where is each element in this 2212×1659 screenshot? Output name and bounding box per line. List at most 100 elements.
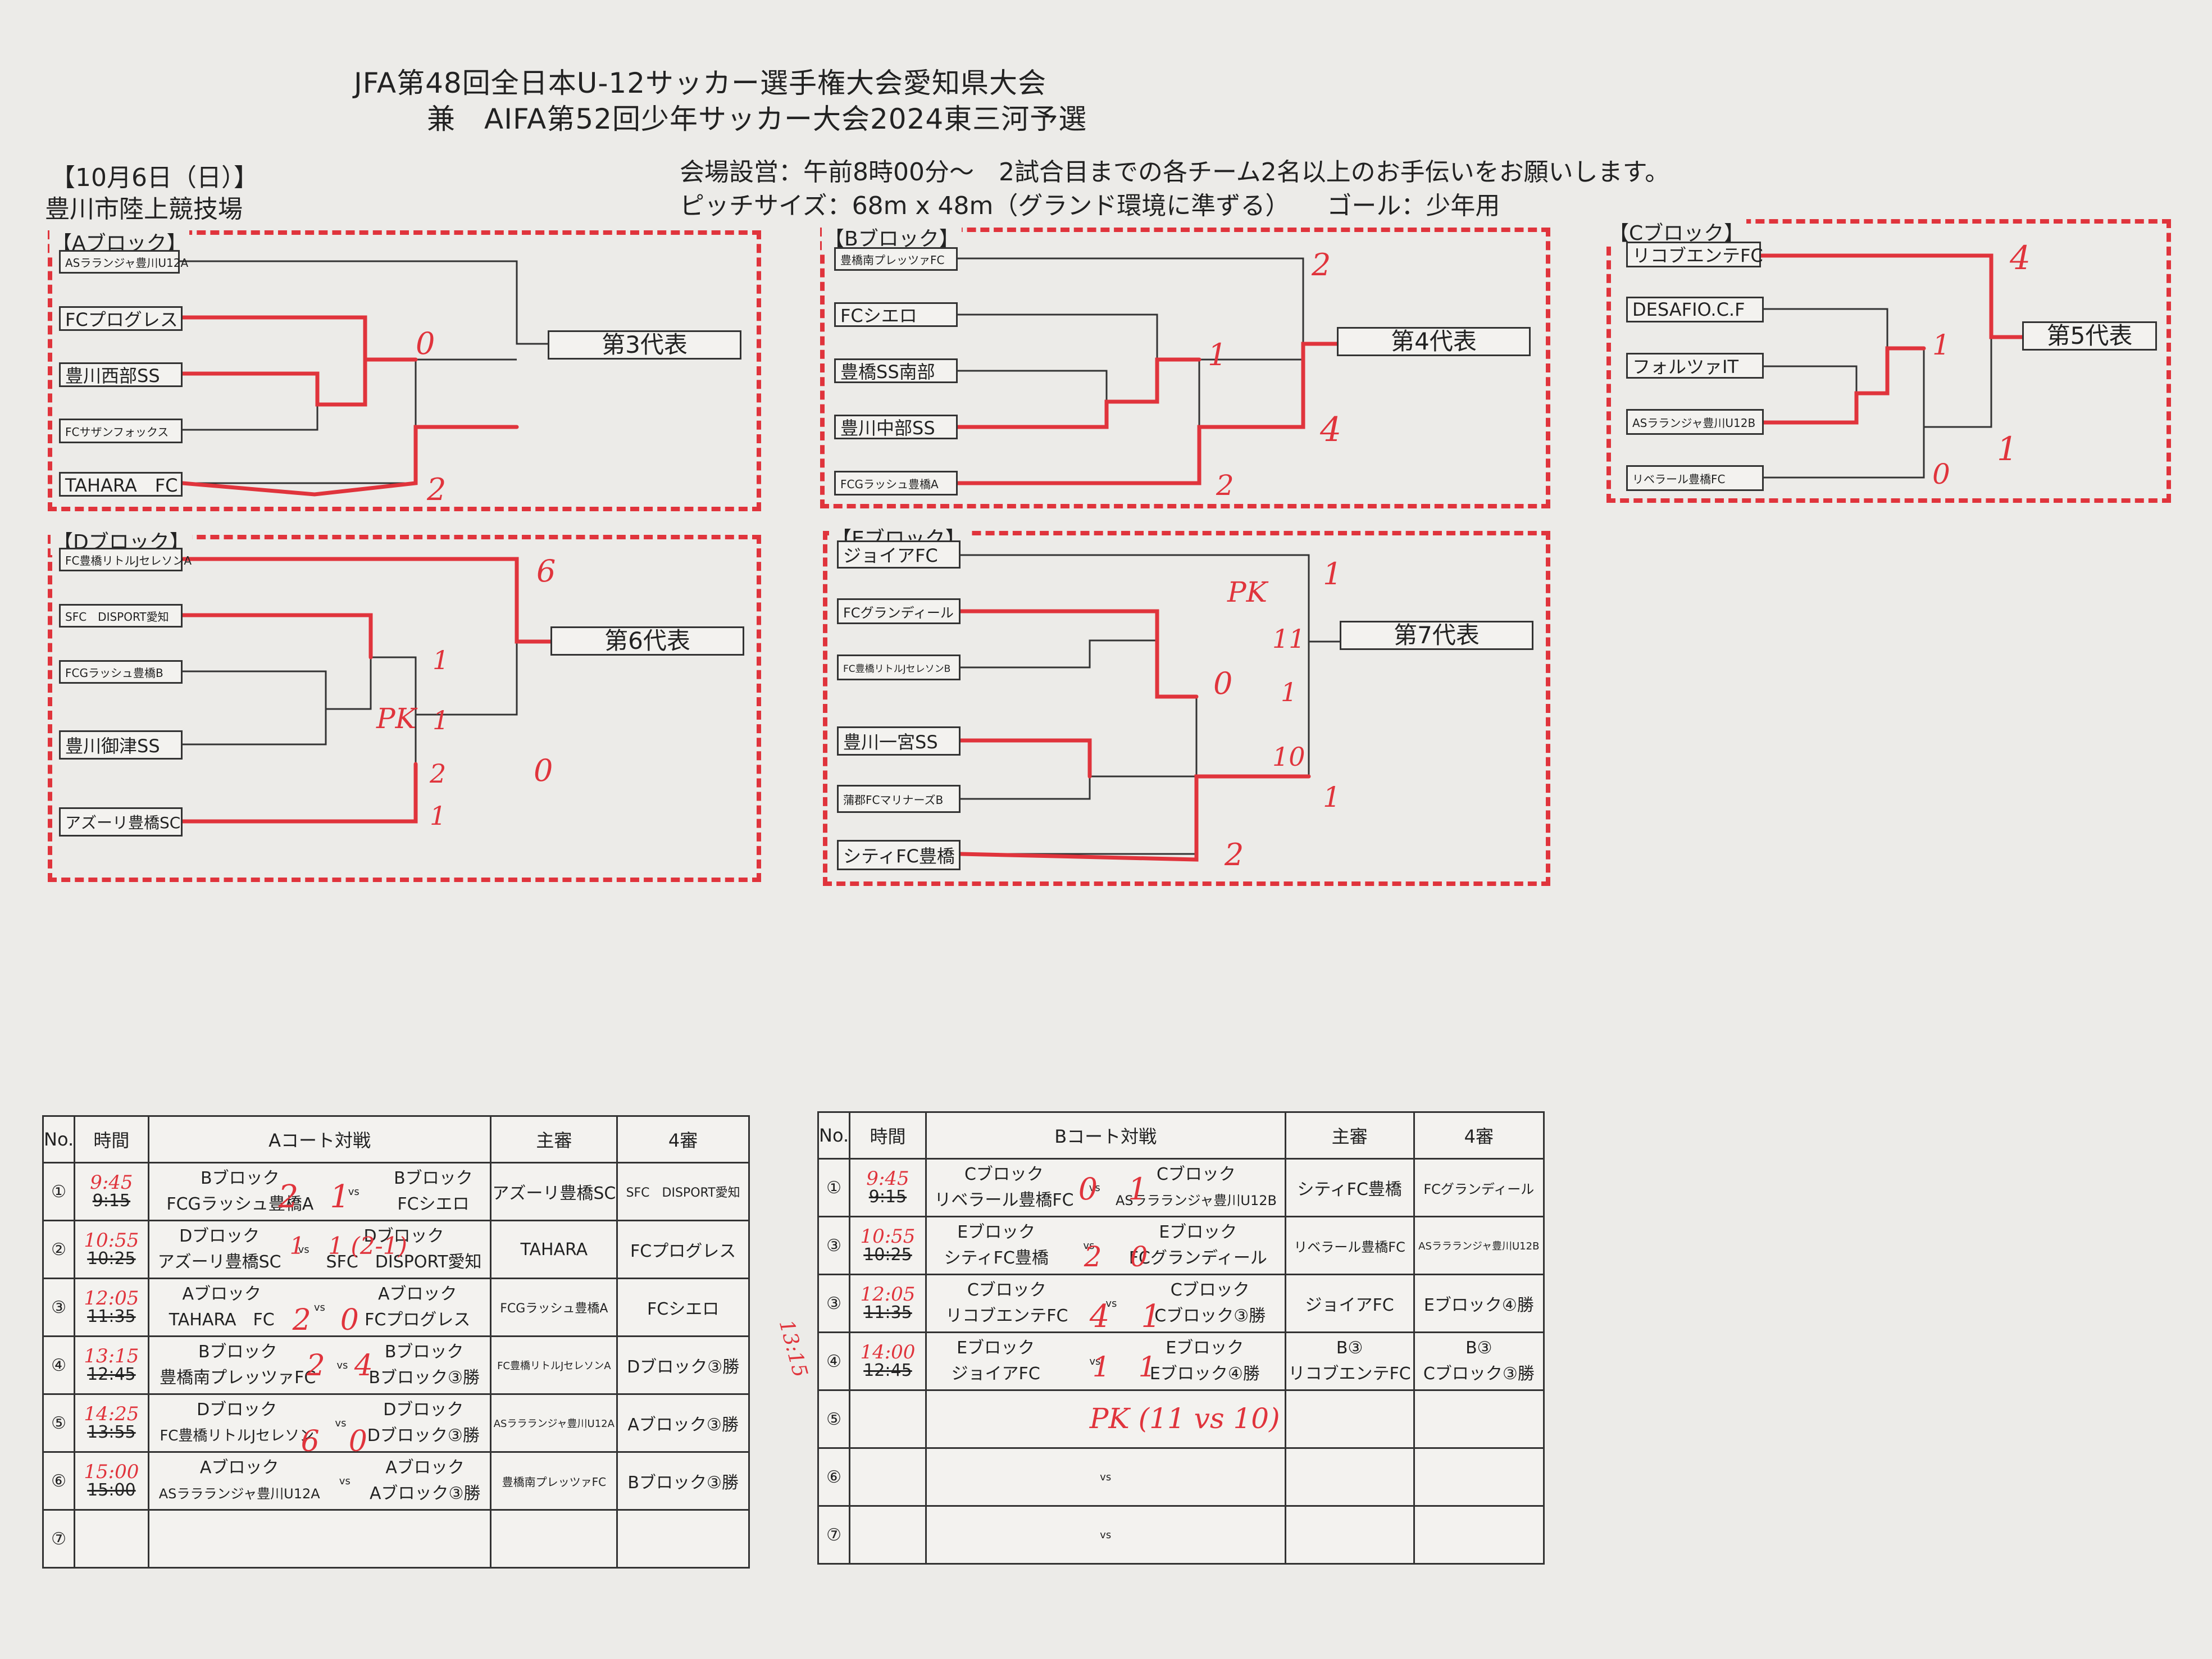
row-no: ②: [42, 1220, 76, 1279]
row-no: ③: [42, 1278, 76, 1337]
row-match: PK (11 vs 10): [925, 1389, 1286, 1449]
row-referee: [1284, 1505, 1415, 1565]
row-referee: シティFC豊橋: [1284, 1158, 1415, 1217]
match-score: 1 1: [1092, 1351, 1157, 1383]
block-e-team-3: FC豊橋リトルJセレソンB: [837, 654, 961, 680]
block-b-team-4: 豊川中部SS: [834, 415, 958, 439]
row-fourth: [616, 1509, 750, 1569]
note-pitch: ピッチサイズ：68m x 48m（グランド環境に準ずる） ゴール：少年用: [680, 192, 1500, 220]
col-time: 時間: [849, 1111, 927, 1160]
b-line-4: [958, 402, 1108, 428]
row-fourth: Bブロック③勝: [616, 1451, 750, 1511]
col-fourth: 4審: [1413, 1111, 1545, 1160]
row-match: [147, 1509, 492, 1569]
a-line-1: [177, 260, 550, 345]
row-no: ⑤: [42, 1393, 76, 1453]
block-e-score-4: 1: [1281, 677, 1298, 707]
row-no: ③: [817, 1274, 851, 1333]
e-line-5: [961, 776, 1091, 800]
block-e-team-2: FCグランディール: [837, 598, 961, 624]
d-line-3: [183, 657, 372, 710]
d-line-1: [183, 558, 550, 643]
block-b-score-3: 4: [1320, 410, 1342, 449]
date: 【10月6日（日）】: [51, 163, 258, 192]
row-no: ④: [42, 1335, 76, 1395]
row-fourth: ASララランジャ豊川U12B: [1413, 1216, 1545, 1275]
block-d-score-5: 1: [430, 801, 447, 831]
row-fourth: FCシエロ: [616, 1278, 750, 1337]
e-line-3: [961, 639, 1157, 669]
block-b-score-4: 2: [1216, 469, 1234, 502]
row-fourth: Eブロック④勝: [1413, 1274, 1545, 1333]
block-a-representative: 第3代表: [548, 330, 741, 360]
block-a-frame: [48, 230, 761, 511]
row-no: ⑦: [42, 1509, 76, 1569]
row-no: ⑤: [817, 1389, 851, 1449]
col-time: 時間: [74, 1115, 149, 1163]
block-c-team-4: ASラランジャ豊川U12B: [1626, 409, 1764, 435]
block-e-score-5: 10: [1272, 742, 1305, 772]
block-a-team-2: FCプログレス: [59, 306, 183, 331]
d-line-4: [183, 709, 327, 746]
venue: 豊川市陸上競技場: [45, 195, 243, 224]
block-e-team-4: 豊川一宮SS: [837, 726, 961, 756]
block-b-team-1: 豊橋南プレッツァFC: [834, 247, 958, 271]
block-d-team-5: アズーリ豊橋SC: [59, 807, 183, 837]
title-line2: 兼 AIFA第52回少年サッカー大会2024東三河予選: [427, 103, 1087, 135]
block-c-team-2: DESAFIO.C.F: [1626, 297, 1764, 322]
block-a-score-1: 0: [416, 326, 435, 361]
block-d-score-4: 2: [430, 758, 447, 789]
row-match: vs: [925, 1505, 1286, 1565]
d-line-5: [416, 642, 518, 716]
block-c-team-1: リコブエンテFC: [1626, 242, 1763, 267]
row-time: [849, 1389, 927, 1449]
b-line-2: [958, 313, 1200, 484]
col-no: No.: [42, 1115, 76, 1163]
block-b-frame: [820, 228, 1550, 508]
block-b-score-2: 1: [1208, 337, 1227, 372]
col-referee: 主審: [1284, 1111, 1415, 1160]
court-b-row: ⑤ PK (11 vs 10): [817, 1389, 1545, 1449]
block-b-label: 【Bブロック】: [822, 222, 962, 252]
a-line-3: [183, 372, 365, 406]
a-line-4: [183, 404, 318, 431]
block-a-team-1: ASラランジャ豊川U12A: [59, 250, 188, 274]
row-no: ⑦: [817, 1505, 851, 1565]
block-e-score-2: 11: [1272, 624, 1305, 654]
row-referee: [1284, 1389, 1415, 1449]
block-d-score-3: 1: [433, 705, 449, 735]
c-line-4: [1764, 393, 1858, 424]
block-e-score-1: 1: [1323, 556, 1342, 592]
b-line-1: [958, 257, 1340, 345]
block-d-score-6: 0: [534, 753, 553, 788]
col-match: Bコート対戦: [925, 1111, 1286, 1160]
block-d-representative: 第6代表: [550, 626, 744, 656]
block-c-score-1: 4: [2010, 239, 2031, 277]
block-b-score-1: 2: [1312, 247, 1331, 283]
col-referee: 主審: [490, 1115, 618, 1163]
row-no: ④: [817, 1331, 851, 1391]
block-e-frame: [823, 531, 1550, 886]
row-referee: アズーリ豊橋SC: [490, 1162, 618, 1221]
row-fourth: [1413, 1447, 1545, 1507]
block-d-team-2: SFC DISPORT愛知: [59, 604, 183, 628]
row-referee: FC豊橋リトルJセレソンA: [490, 1335, 618, 1395]
block-e-score-7: 2: [1225, 837, 1244, 872]
